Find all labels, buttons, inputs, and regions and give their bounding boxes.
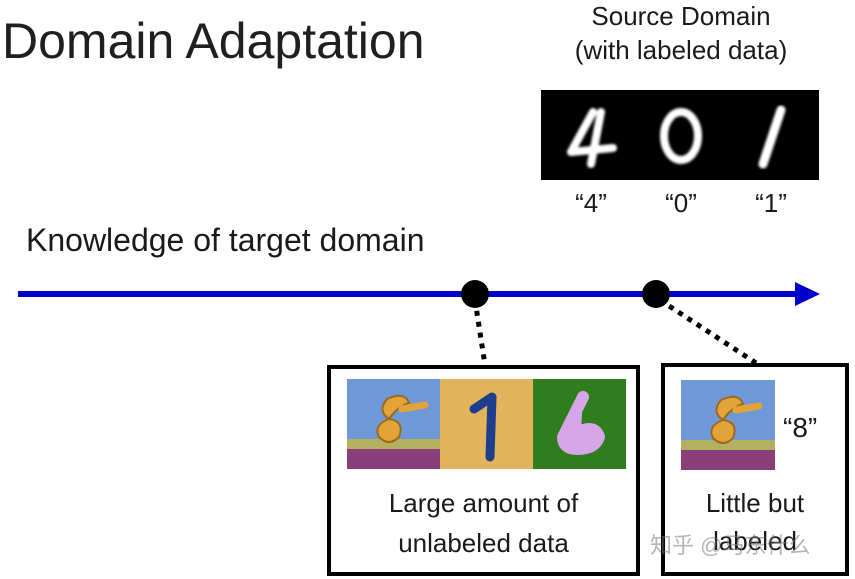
labeled-text-line1: Little but <box>705 488 805 518</box>
digit-zero-shape <box>660 108 702 164</box>
source-domain-subtitle: (with labeled data) <box>574 35 788 65</box>
unlabeled-text-line1: Large amount of <box>388 488 579 518</box>
target-image-six <box>533 379 626 469</box>
source-domain-title: Source Domain <box>591 1 771 31</box>
unlabeled-data-box: Large amount of unlabeled data <box>327 365 640 576</box>
source-digit-image-strip <box>541 90 819 180</box>
watermark: 知乎 @马东什么 <box>650 533 811 558</box>
axis-point-unlabeled <box>461 280 489 308</box>
labeled-data-box: Little but labeled <box>661 363 849 576</box>
digit-label-zero: “0” <box>665 188 697 218</box>
axis-label: Knowledge of target domain <box>26 222 425 258</box>
axis-arrowhead <box>795 282 820 306</box>
labeled-text-line2: labeled <box>713 526 797 556</box>
labeled-digit-label: “8” <box>783 412 818 443</box>
target-image-eight <box>347 379 440 469</box>
dotted-connector-labeled <box>658 297 758 366</box>
mnist-digits-image <box>567 105 786 169</box>
digit-four-shape <box>567 108 617 168</box>
axis-point-labeled <box>642 280 670 308</box>
digit-label-four: “4” <box>575 188 607 218</box>
digit-one-shape <box>758 105 786 169</box>
target-image-one <box>440 379 533 469</box>
target-image-eight-labeled <box>681 380 775 470</box>
digit-label-one: “1” <box>755 188 787 218</box>
page-title: Domain Adaptation <box>2 13 425 69</box>
unlabeled-text-line2: unlabeled data <box>398 528 569 558</box>
dotted-connector-unlabeled <box>472 299 488 366</box>
